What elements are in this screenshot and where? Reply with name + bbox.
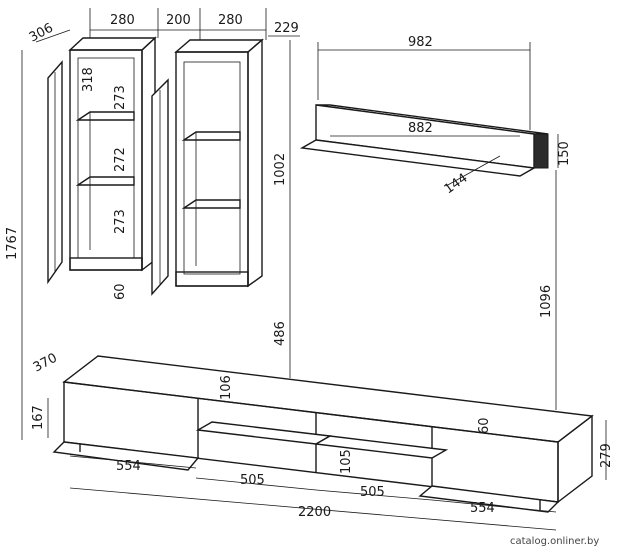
- dim-60-stand: 60: [477, 417, 492, 434]
- dim-105: 105: [339, 449, 354, 474]
- middle-cabinet: [151, 38, 264, 296]
- dim-167: 167: [31, 405, 46, 430]
- dim-554-right: 554: [470, 501, 495, 516]
- dim-505-left: 505: [240, 473, 265, 488]
- dim-2200: 2200: [298, 505, 331, 520]
- watermark: catalog.onliner.by: [510, 536, 599, 547]
- dim-280-right: 280: [218, 13, 243, 28]
- left-cabinet: [47, 36, 157, 285]
- wall-shelf: [299, 104, 549, 177]
- dim-486: 486: [273, 321, 288, 346]
- dim-60-cabinet: 60: [113, 283, 128, 300]
- dim-280-left: 280: [110, 13, 135, 28]
- dim-229: 229: [274, 21, 299, 36]
- dim-1767: 1767: [5, 227, 20, 260]
- dim-882: 882: [408, 121, 433, 136]
- dim-272: 272: [113, 147, 128, 172]
- dim-1002: 1002: [273, 153, 288, 186]
- dim-306: 306: [27, 21, 56, 46]
- dimension-lines: [21, 8, 607, 531]
- dim-273-bottom: 273: [113, 209, 128, 234]
- dim-318: 318: [81, 67, 96, 92]
- dim-370: 370: [31, 351, 60, 376]
- dim-106: 106: [219, 375, 234, 400]
- dim-279: 279: [599, 443, 614, 468]
- dim-1096: 1096: [539, 285, 554, 318]
- dim-273-top: 273: [113, 85, 128, 110]
- dim-505-right: 505: [360, 485, 385, 500]
- dim-982: 982: [408, 35, 433, 50]
- dim-200: 200: [166, 13, 191, 28]
- dim-554-left: 554: [116, 459, 141, 474]
- dim-150: 150: [557, 141, 572, 166]
- dimension-labels: 306 280 200 280 229 318 273 272 273 60 1…: [5, 13, 614, 520]
- tv-stand: [52, 355, 594, 513]
